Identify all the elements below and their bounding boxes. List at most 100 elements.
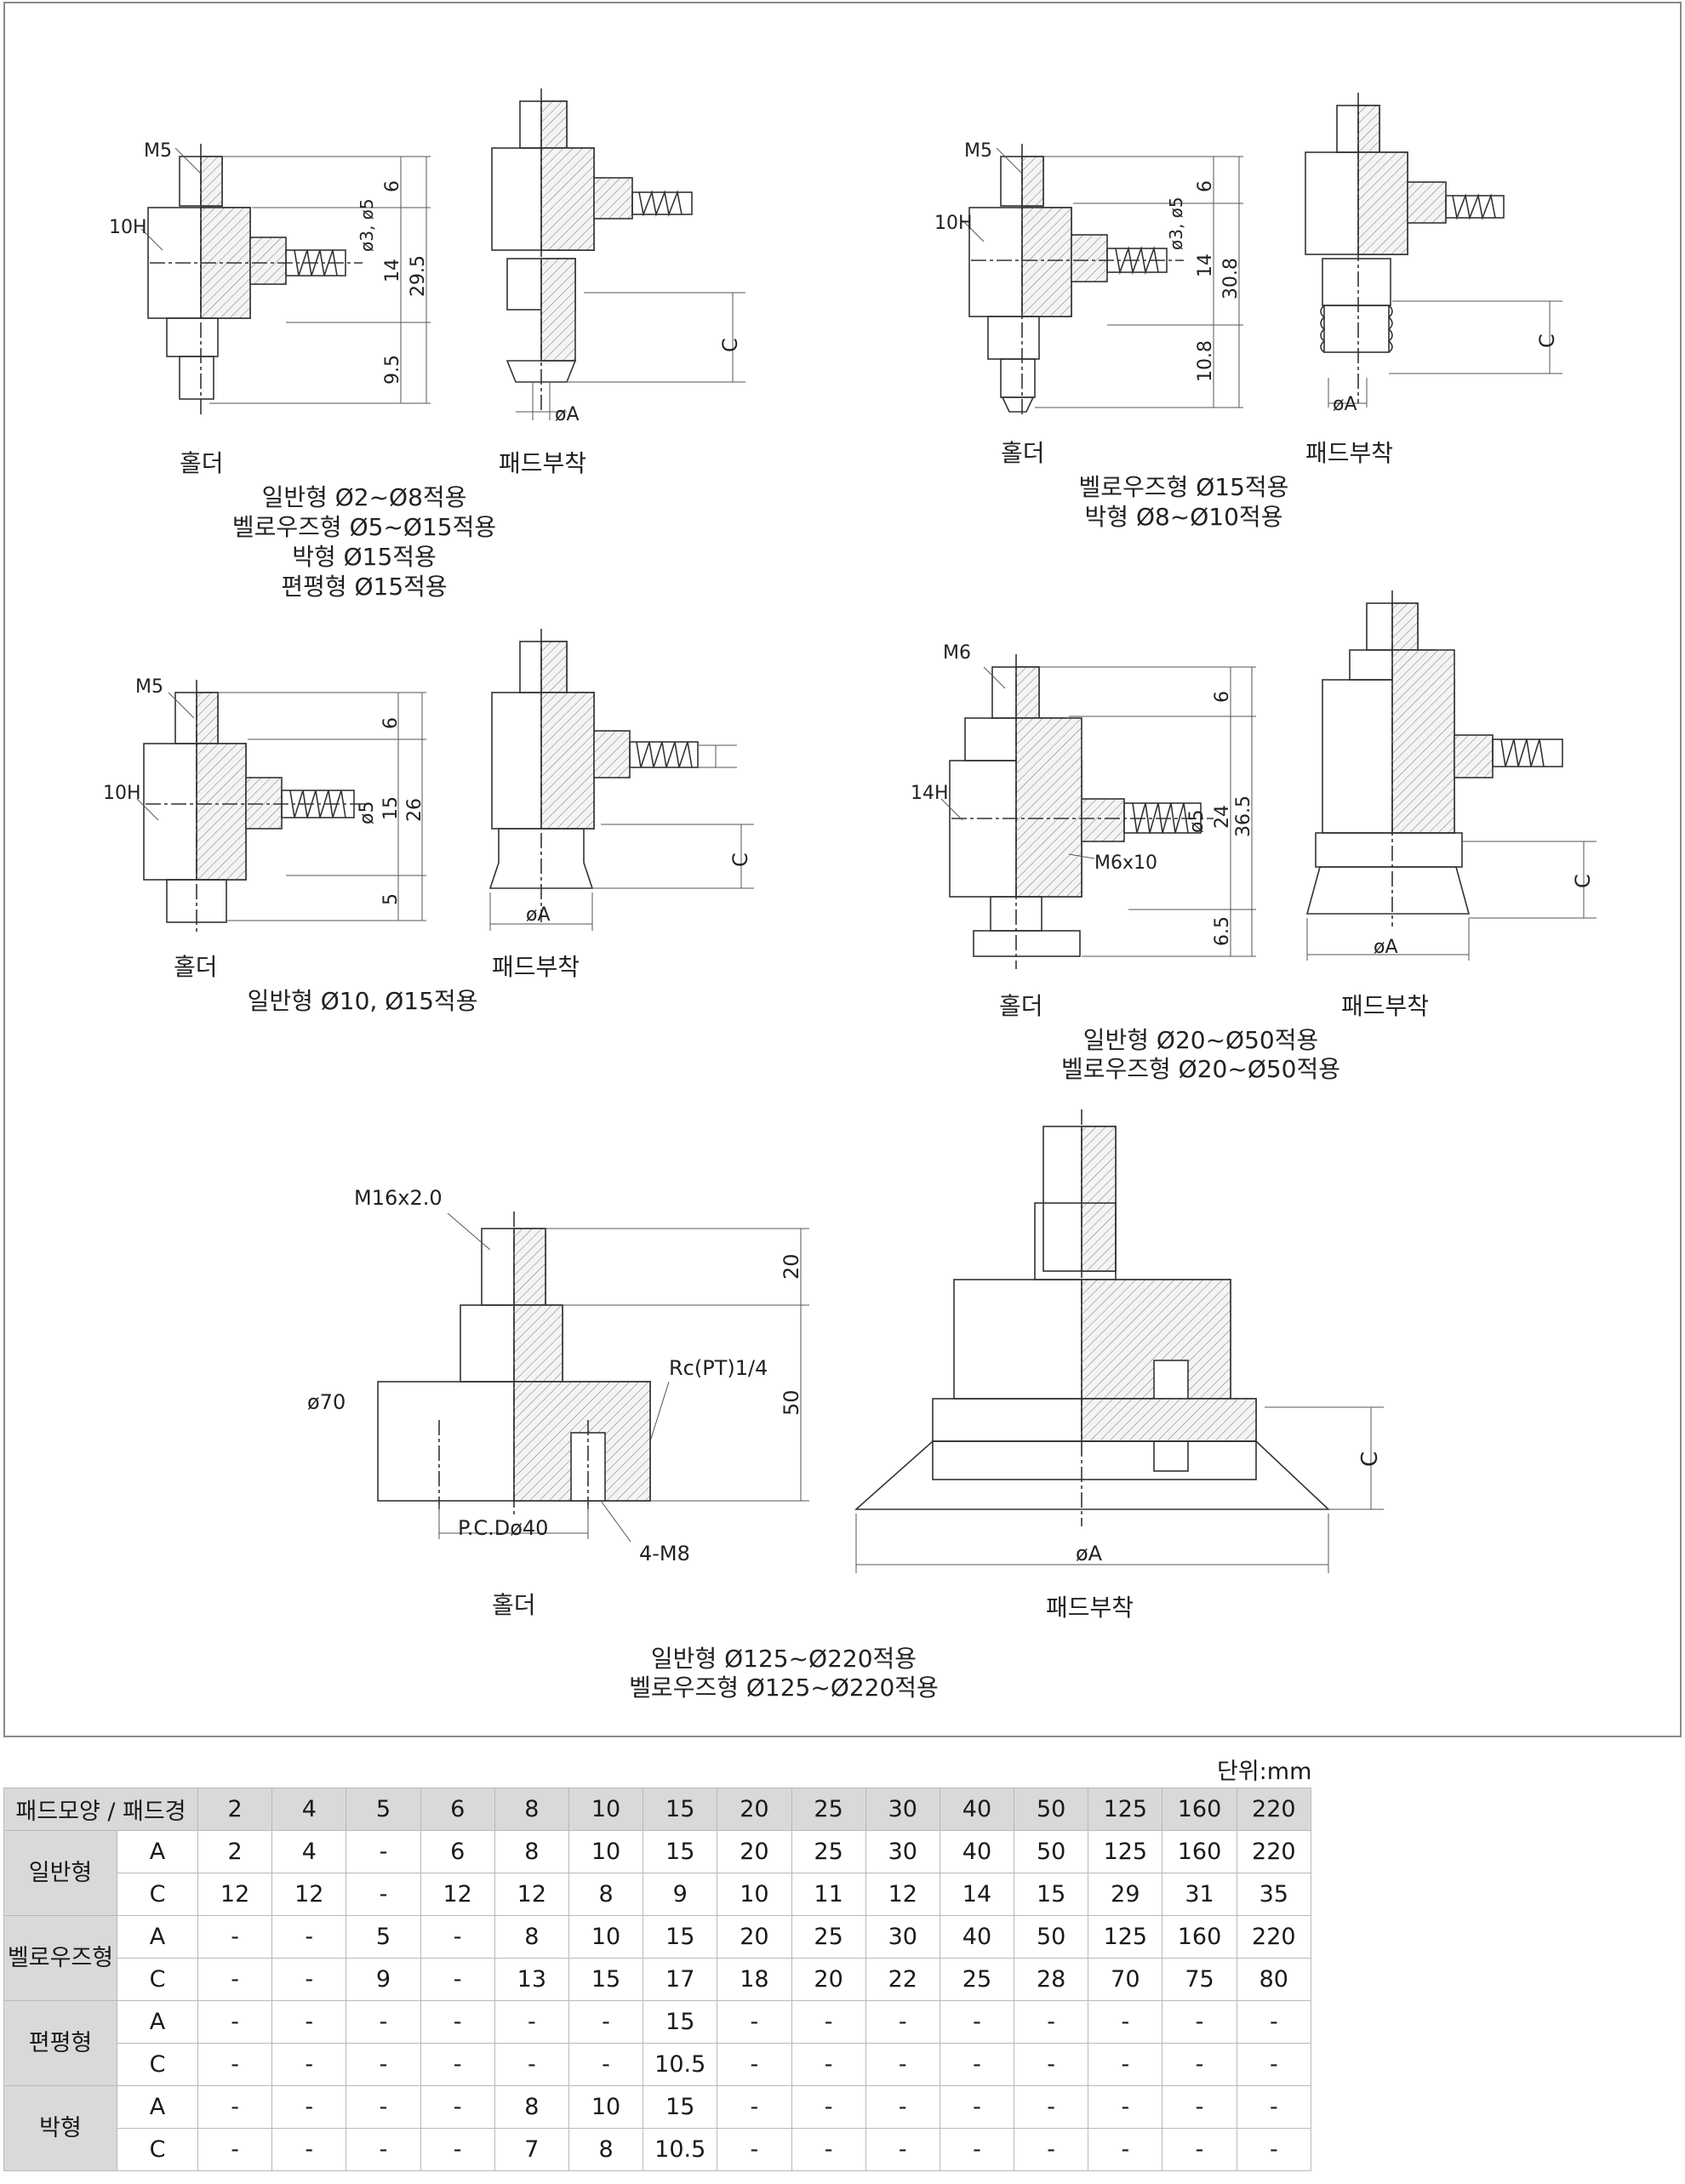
table-cell: - [420, 2128, 495, 2171]
table-cell: 15 [643, 1830, 718, 1873]
table-cell: 160 [1162, 1915, 1237, 1959]
table-cell: - [939, 2085, 1015, 2129]
caption-block: 벨로우즈형 Ø15적용 박형 Ø8~Ø10적용 [1079, 473, 1289, 531]
table-cell: - [197, 2000, 273, 2044]
dim-6: 6 [380, 717, 402, 729]
dimension-key: C [117, 1958, 198, 2001]
table-cell: - [1014, 2085, 1089, 2129]
table-cell: - [271, 2128, 347, 2171]
table-cell: - [197, 2085, 273, 2129]
table-cell: - [717, 2043, 792, 2086]
callout-hex: 10H [103, 783, 141, 804]
table-cell: 80 [1236, 1958, 1312, 2001]
callout-pcd: P.C.Dø40 [458, 1516, 548, 1540]
pad-label: 패드부착 [499, 449, 586, 477]
table-cell: 9 [346, 1958, 421, 2001]
holder-drawing [968, 144, 1184, 416]
table-cell: - [1014, 2043, 1089, 2086]
table-cell: 7 [494, 2128, 569, 2171]
table-cell: - [197, 2128, 273, 2171]
pad-dimension-lines [1328, 300, 1562, 408]
pad-dimension-lines [489, 744, 754, 931]
dim-24: 24 [1212, 805, 1233, 829]
size-header: 6 [420, 1788, 495, 1831]
table-cell: 12 [420, 1873, 495, 1916]
table-cell: - [1088, 2000, 1163, 2044]
dimension-key: A [117, 1915, 198, 1959]
table-cell: 31 [1162, 1873, 1237, 1916]
table-cell: 12 [271, 1873, 347, 1916]
table-cell: - [271, 2085, 347, 2129]
table-cell: - [420, 1915, 495, 1959]
holder-drawing [377, 1212, 651, 1518]
callout-hex: 10H [109, 217, 147, 238]
dim-c: C [1535, 334, 1559, 348]
diagram-4: M6 14H M6x10 6 ø5 24 36.5 6.5 [911, 590, 1596, 1083]
table-cell: - [494, 2000, 569, 2044]
dim-c: C [1571, 874, 1595, 888]
table-cell: 10 [717, 1873, 792, 1916]
table-cell: 10 [568, 1915, 644, 1959]
diagram-1: M5 10H 6 ø3, ø5 14 29.5 9.5 [109, 88, 745, 601]
table-cell: - [346, 2000, 421, 2044]
dim-bottom: 9.5 [382, 355, 403, 385]
table-cell: 12 [197, 1873, 273, 1916]
table-cell: 12 [865, 1873, 940, 1916]
table-cell: 17 [643, 1958, 718, 2001]
table-cell: - [1088, 2128, 1163, 2171]
pad-label: 패드부착 [1305, 439, 1393, 467]
table-cell: 30 [865, 1915, 940, 1959]
table-cell: - [346, 1830, 421, 1873]
holder-label: 홀더 [1001, 439, 1045, 467]
table-cell: - [939, 2000, 1015, 2044]
table-cell: 29 [1088, 1873, 1163, 1916]
table-cell: - [346, 2043, 421, 2086]
table-cell: - [717, 2000, 792, 2044]
table-cell: - [865, 2000, 940, 2044]
callout-port: Rc(PT)1/4 [669, 1356, 768, 1380]
table-cell: 9 [643, 1873, 718, 1916]
table-cell: 4 [271, 1830, 347, 1873]
table-cell: - [1014, 2000, 1089, 2044]
callout-m5: M5 [135, 676, 163, 698]
table-cell: - [568, 2043, 644, 2086]
holder-dimension-lines [136, 692, 426, 921]
table-cell: - [271, 1915, 347, 1959]
table-cell: - [791, 2000, 866, 2044]
pad-label: 패드부착 [492, 953, 580, 981]
table-cell: - [1236, 2000, 1312, 2044]
holder-dimension-lines [438, 1212, 809, 1542]
diagram-5: M16x2.0 ø70 Rc(PT)1/4 P.C.Dø40 4-M8 20 5… [307, 1109, 1384, 1702]
table-cell: 8 [568, 2128, 644, 2171]
table-cell: - [420, 2085, 495, 2129]
size-header: 30 [865, 1788, 940, 1831]
pad-attached-drawing [491, 88, 693, 412]
holder-dimension-lines [940, 666, 1256, 957]
dim-port-dia: ø3, ø5 [1166, 197, 1186, 250]
table-cell: 8 [494, 1830, 569, 1873]
table-cell: - [939, 2043, 1015, 2086]
table-cell: 25 [791, 1830, 866, 1873]
holder-dimension-lines [962, 147, 1243, 408]
table-cell: 15 [1014, 1873, 1089, 1916]
pad-dimension-lines [516, 292, 745, 420]
table-cell: - [865, 2128, 940, 2171]
table-cell: - [1236, 2085, 1312, 2129]
table-cell: 10.5 [643, 2128, 718, 2171]
table-cell: 35 [1236, 1873, 1312, 1916]
table-cell: 5 [346, 1915, 421, 1959]
table-cell: 15 [643, 1915, 718, 1959]
table-cell: 8 [568, 1873, 644, 1916]
dim-6: 6 [382, 180, 403, 192]
table-cell: 220 [1236, 1915, 1312, 1959]
callout-m5: M5 [144, 140, 172, 162]
table-cell: 220 [1236, 1830, 1312, 1873]
caption-block: 일반형 Ø20~Ø50적용 벨로우즈형 Ø20~Ø50적용 [1061, 1026, 1340, 1083]
callout-hex: 14H [911, 783, 949, 804]
table-cell: - [420, 1958, 495, 2001]
dimension-key: C [117, 2128, 198, 2171]
dim-c: C [1357, 1451, 1383, 1467]
